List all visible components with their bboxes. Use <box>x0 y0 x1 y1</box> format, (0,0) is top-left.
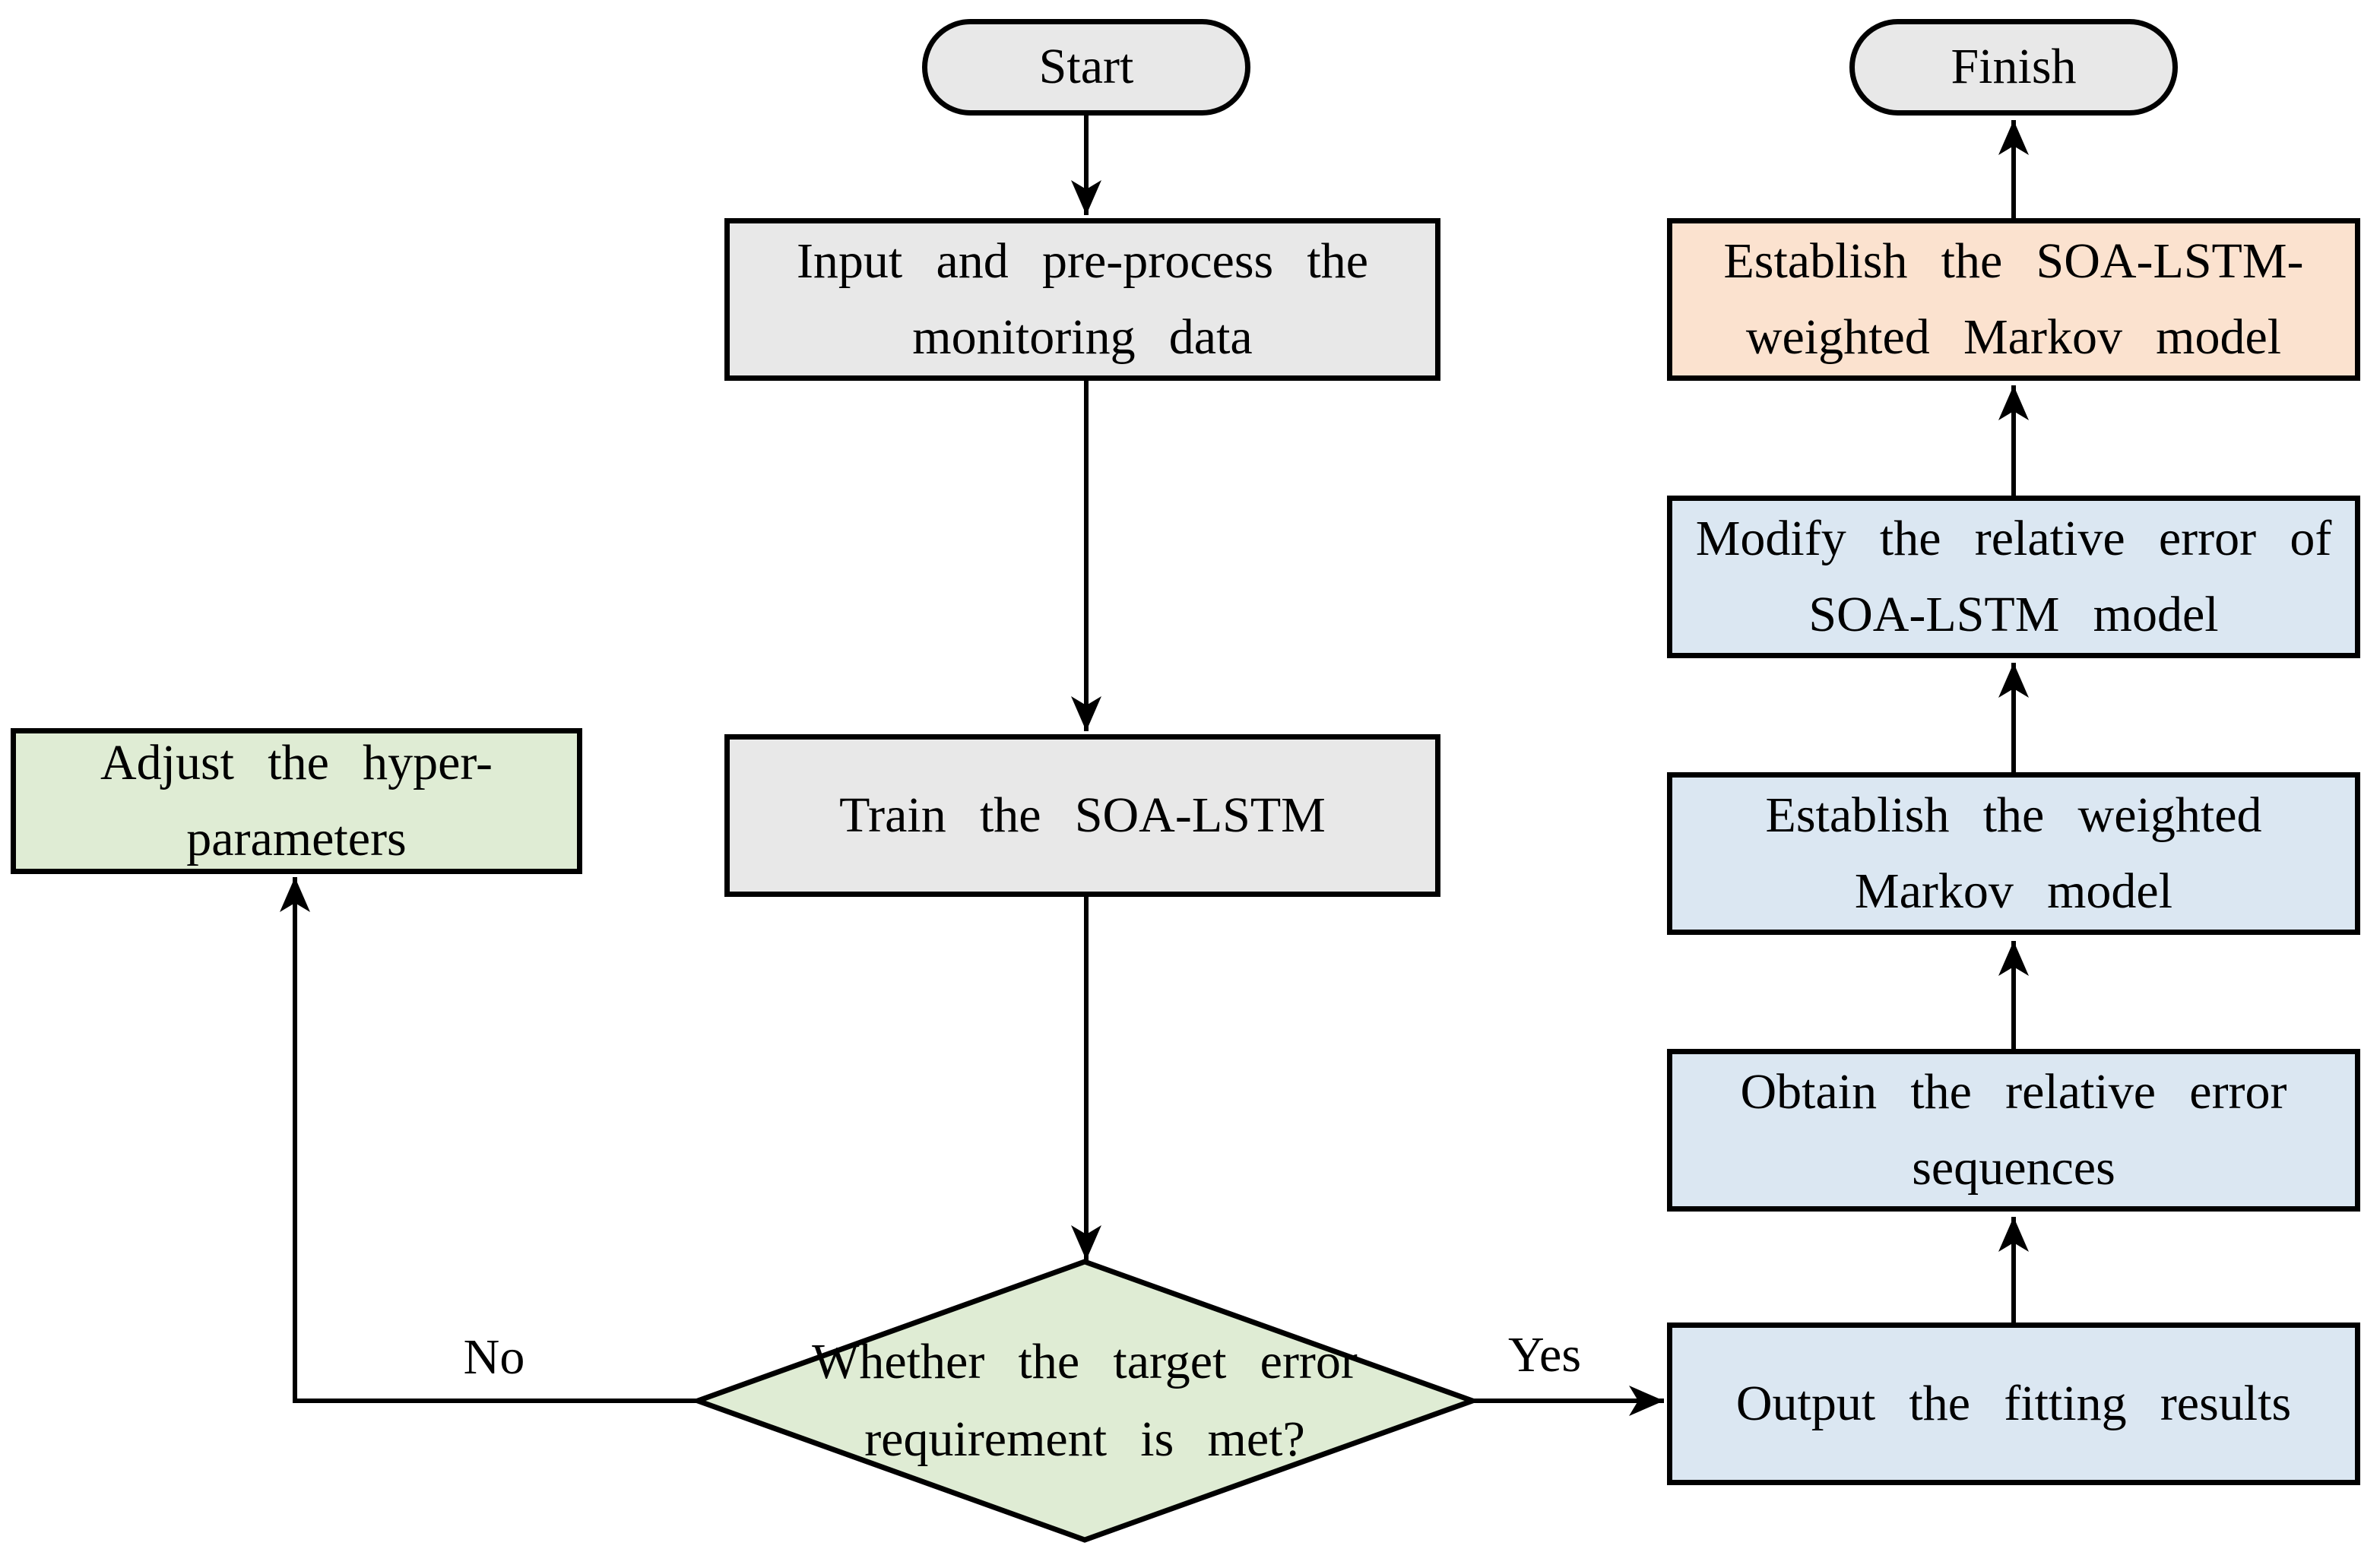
start-node: Start <box>922 19 1250 116</box>
obtain-relative-error-box: Obtain the relative error sequences <box>1667 1049 2360 1212</box>
establish-final-model-line2: weighted Markov model <box>1745 309 2282 365</box>
adjust-hyperparameters-box: Adjust the hyper- parameters <box>11 728 582 874</box>
output-fitting-results-box: Output the fitting results <box>1667 1323 2360 1485</box>
adjust-hyperparameters-line2: parameters <box>186 811 407 866</box>
modify-relative-error-line2: SOA-LSTM model <box>1808 587 2219 642</box>
train-soa-lstm-label: Train the SOA-LSTM <box>839 787 1326 843</box>
establish-weighted-markov-line1: Establish the weighted <box>1765 787 2262 843</box>
establish-final-model-line1: Establish the SOA-LSTM- <box>1723 233 2304 289</box>
train-soa-lstm-box: Train the SOA-LSTM <box>724 734 1440 897</box>
decision-text: Whether the target error requirement is … <box>743 1300 1427 1502</box>
modify-relative-error-box: Modify the relative error of SOA-LSTM mo… <box>1667 496 2360 658</box>
no-label: No <box>463 1329 525 1385</box>
establish-weighted-markov-box: Establish the weighted Markov model <box>1667 772 2360 935</box>
finish-node: Finish <box>1849 19 2178 116</box>
output-fitting-results-label: Output the fitting results <box>1735 1375 2292 1431</box>
adjust-hyperparameters-line1: Adjust the hyper- <box>100 734 493 790</box>
finish-label: Finish <box>1951 39 2077 95</box>
obtain-relative-error-line1: Obtain the relative error <box>1740 1063 2287 1120</box>
establish-weighted-markov-line2: Markov model <box>1854 863 2173 919</box>
modify-relative-error-line1: Modify the relative error of <box>1695 510 2332 566</box>
input-preprocess-box: Input and pre-process the monitoring dat… <box>724 218 1440 381</box>
start-label: Start <box>1038 39 1134 95</box>
yes-label: Yes <box>1507 1327 1582 1383</box>
obtain-relative-error-line2: sequences <box>1912 1140 2115 1196</box>
establish-final-model-box: Establish the SOA-LSTM- weighted Markov … <box>1667 218 2360 381</box>
input-preprocess-line2: monitoring data <box>912 309 1253 365</box>
decision-line1: Whether the target error <box>812 1333 1358 1389</box>
decision-line2: requirement is met? <box>864 1411 1305 1467</box>
decision-diamond <box>689 1259 1481 1543</box>
input-preprocess-line1: Input and pre-process the <box>796 233 1369 289</box>
arrow-no-to-adjust <box>280 877 698 1403</box>
